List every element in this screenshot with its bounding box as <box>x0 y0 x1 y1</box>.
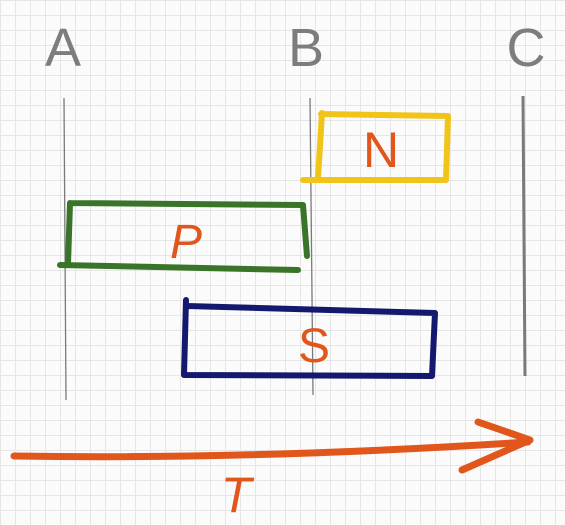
label-a: A <box>45 18 81 78</box>
label-s: S <box>298 320 330 373</box>
box-s <box>181 297 438 379</box>
label-t: T <box>221 467 255 523</box>
line-b <box>309 97 314 396</box>
time-arrowhead <box>458 418 534 474</box>
box-p <box>57 200 310 273</box>
line-c <box>521 95 527 377</box>
label-b: B <box>288 18 324 78</box>
line-a <box>63 97 67 401</box>
time-arrow <box>10 438 532 461</box>
label-p: P <box>170 216 202 269</box>
box-n <box>300 110 451 183</box>
label-c: C <box>507 18 546 78</box>
label-n: N <box>363 122 399 178</box>
